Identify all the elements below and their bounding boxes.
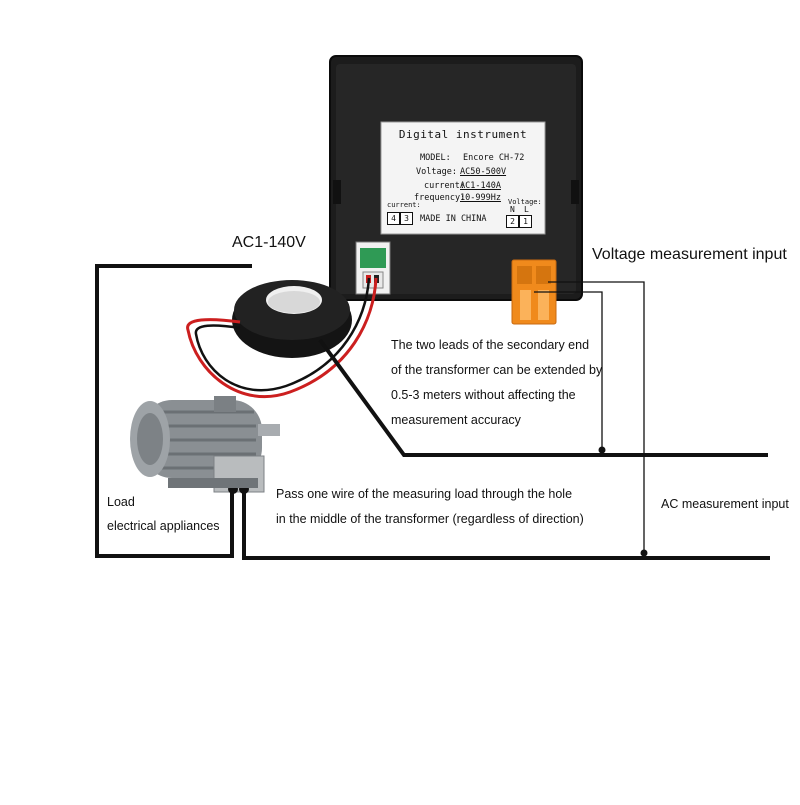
voltage-input-label: Voltage measurement input [592,246,787,263]
voltage-leads [534,281,645,556]
current-key: current: [424,181,465,191]
current-range-label: AC1-140V [232,234,306,251]
terminal-l-letter: L [524,205,529,214]
voltage-terminals-label: Voltage: [508,198,542,206]
secondary-leads-note-line2: of the transformer can be extended by [391,363,603,377]
model-key: MODEL: [420,153,451,163]
digital-instrument [329,55,583,301]
current-terminal-3: 3 [400,212,413,225]
current-value: AC1-140A [460,181,501,191]
voltage-value: AC50-500V [460,167,507,177]
secondary-leads-note-line1: The two leads of the secondary end [391,338,590,352]
load-label-line1: Load [107,495,135,509]
current-transformer [232,280,352,358]
pass-wire-note-line1: Pass one wire of the measuring load thro… [276,487,573,501]
measurement-wires [95,264,770,560]
secondary-lead-black [194,277,371,392]
secondary-lead-red [186,277,378,399]
current-terminal-4: 4 [387,212,400,225]
model-value: Encore CH-72 [463,153,525,163]
load-label-line2: electrical appliances [107,519,220,533]
current-terminals-label: current: [387,201,421,209]
current-connector [355,241,391,295]
voltage-key: Voltage: [416,167,457,177]
made-in-label: MADE IN CHINA [420,214,487,224]
frequency-key: frequency: [414,193,466,203]
secondary-leads-note-line3: 0.5-3 meters without affecting the [391,388,576,402]
pass-wire-note-line2: in the middle of the transformer (regard… [276,512,584,526]
motor-icon [130,396,280,494]
label-title: Digital instrument [398,128,528,141]
voltage-terminal-2: 2 [506,215,519,228]
voltage-terminal-1: 1 [519,215,532,228]
terminal-n-letter: N [510,205,515,214]
ac-input-label: AC measurement input [661,497,789,511]
frequency-value: 10-999Hz [460,193,501,203]
secondary-leads-note-line4: measurement accuracy [391,413,521,427]
